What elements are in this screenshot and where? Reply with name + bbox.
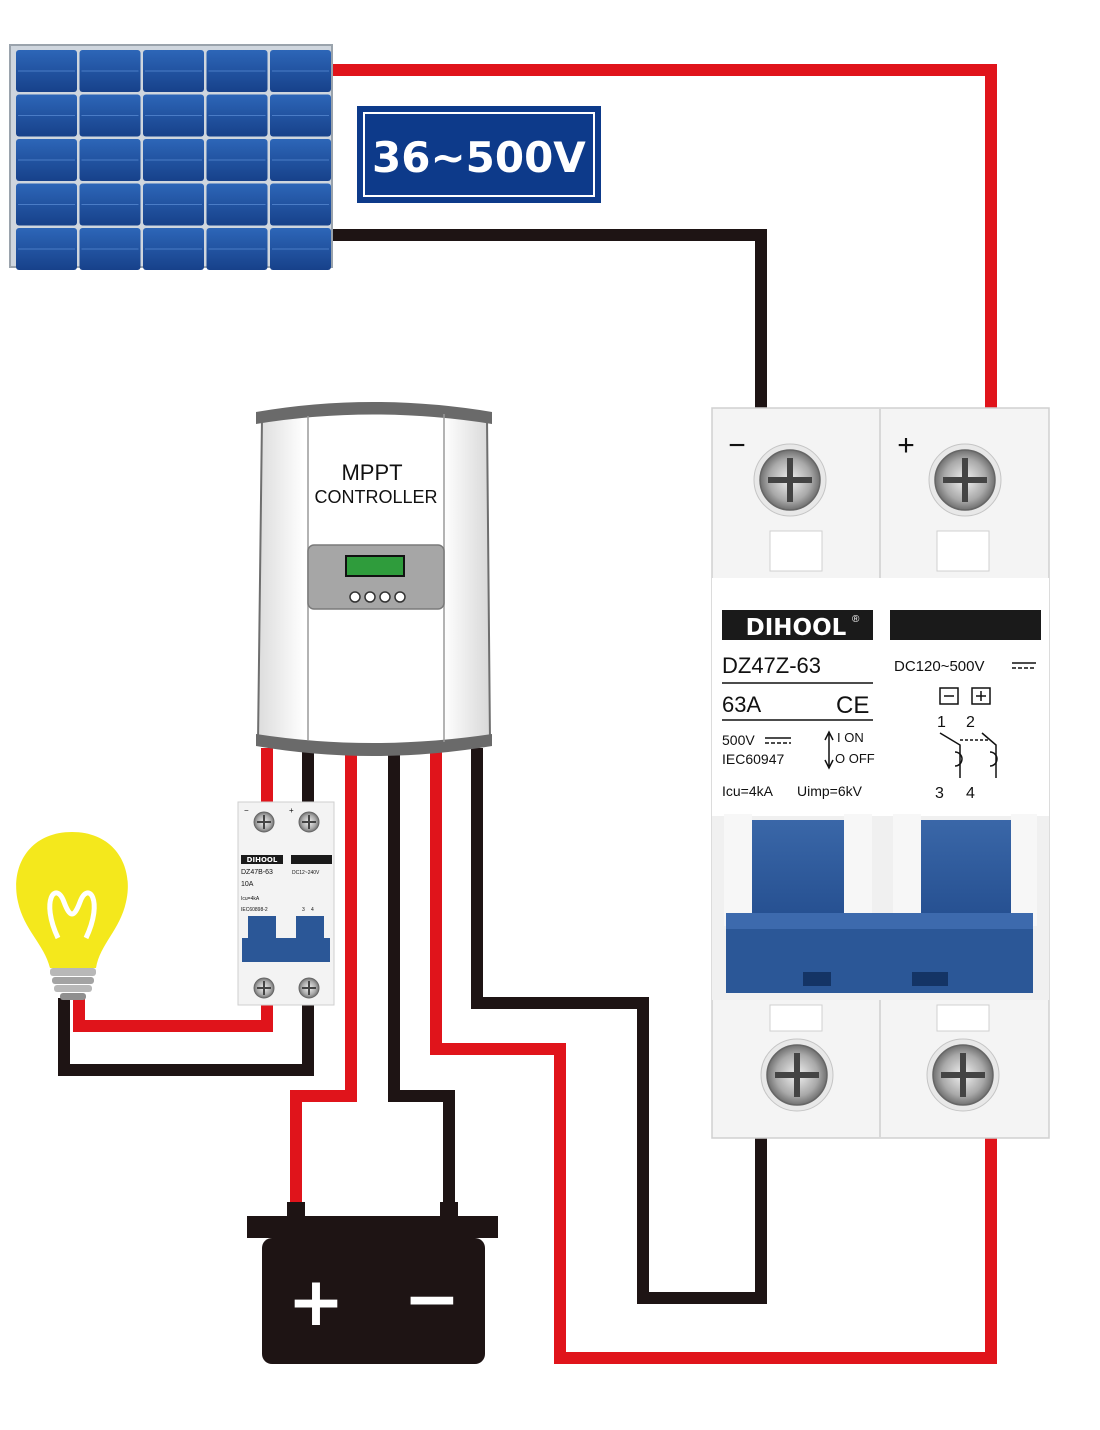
main-breaker-current: 63A [722,692,761,717]
pole-schematic-icon [939,687,998,778]
main-breaker-uimp: Uimp=6kV [797,783,863,799]
voltage-badge: 36~500V [357,106,601,203]
svg-text:+: + [289,806,294,815]
small-breaker-model-code: DZ47B-63 [241,869,273,876]
screw-icon [253,977,275,999]
screw-icon [926,1038,1000,1112]
small-breaker-voltage: DC12~240V [292,870,320,876]
main-breaker-lever-left [748,820,846,925]
small-breaker-current: 10A [241,881,254,888]
main-breaker-on: I ON [837,730,864,745]
screw-icon [753,443,827,517]
main-breaker-brand: DIHOOL [746,615,847,641]
battery-minus-label: − [404,1260,461,1339]
screw-icon [298,977,320,999]
main-breaker-standard: IEC60947 [722,751,784,767]
small-breaker: − + DIHOOL DZ47B-63 DC12~240V 10A Icu=4k… [237,801,335,1006]
load-negative-wire-out [58,998,314,1076]
controller-label-line1: MPPT [341,460,402,485]
screw-icon [928,443,1002,517]
main-breaker-model: DC120~500V [894,658,984,675]
main-breaker-brand-plate [722,610,873,640]
small-breaker-brand: DIHOOL [247,856,278,864]
battery-negative-wire [388,748,455,1210]
controller-button [349,591,361,603]
main-breaker-icu: Icu=4kA [722,783,774,799]
controller-pv-positive-wire [430,748,997,1364]
main-breaker-terminal-plus: + [897,429,915,462]
pv-positive-wire [330,64,997,408]
wires [58,64,997,1364]
controller-button [394,591,406,603]
screw-icon [298,811,320,833]
controller-pv-negative-wire [471,748,767,1304]
load-positive-wire-out [73,998,273,1032]
light-bulb-icon [16,832,128,1000]
small-breaker-icu: Icu=4kA [241,896,260,902]
main-breaker-pole-4: 4 [966,785,975,802]
main-breaker-terminal-minus: − [728,429,746,462]
battery-positive-wire [290,748,357,1210]
controller-lcd [345,555,405,577]
small-breaker-standard: IEC60898-2 [241,907,268,913]
controller-button [379,591,391,603]
small-breaker-pole-3: 3 [302,907,305,913]
battery-plus-label: + [288,1263,345,1342]
svg-text:−: − [244,806,249,815]
solar-panel [9,44,333,270]
on-off-arrow-icon [824,730,834,770]
controller-label-line2: CONTROLLER [314,487,437,507]
main-breaker-blank-plate [890,610,1041,640]
main-breaker-pole-2: 2 [966,714,975,731]
mppt-controller: MPPT CONTROLLER [256,402,492,756]
main-breaker-voltage: 500V [722,732,755,748]
screw-icon [253,811,275,833]
screw-icon [760,1038,834,1112]
main-breaker-brand-mark: ® [852,614,860,625]
main-breaker-lever-right [917,820,1015,925]
main-breaker-model-code: DZ47Z-63 [722,653,821,678]
main-breaker: − + DIHOOL ® DZ47Z-63 DC120~500V 63A CE … [711,407,1050,1139]
battery-icon: + − [247,1202,498,1364]
voltage-badge-text: 36~500V [372,133,586,182]
main-breaker-pole-3: 3 [935,785,944,802]
pv-negative-wire [330,229,767,408]
main-breaker-ce-mark: CE [836,692,869,719]
small-breaker-pole-4: 4 [311,907,314,913]
main-breaker-pole-1: 1 [937,714,946,731]
controller-button [364,591,376,603]
panel-cells [16,50,331,270]
main-breaker-off: O OFF [835,751,875,766]
